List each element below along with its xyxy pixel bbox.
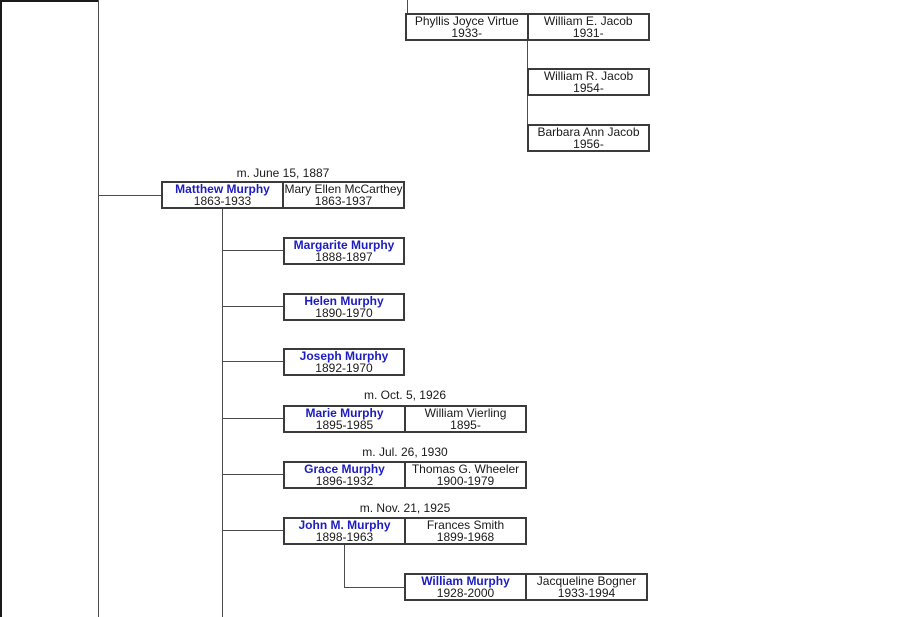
person-dates: 1888-1897 (315, 250, 373, 263)
couple-box-virtue-jacob: Phyllis Joyce Virtue 1933- William E. Ja… (405, 13, 650, 41)
person-dates: 1892-1970 (315, 361, 373, 374)
connector-stub-grace (223, 474, 283, 475)
person-name: Phyllis Joyce Virtue (414, 15, 519, 28)
person-dates: 1895-1985 (315, 418, 374, 431)
person-dates: 1933-1994 (557, 586, 616, 599)
person-william-vierling[interactable]: William Vierling 1895- (404, 407, 525, 431)
person-name: Helen Murphy (304, 295, 384, 308)
person-dates: 1898-1963 (315, 530, 374, 543)
person-grace-murphy[interactable]: Grace Murphy 1896-1932 (285, 463, 404, 487)
marriage-label-grace-thomas: m. Jul. 26, 1930 (362, 445, 448, 459)
person-name: William R. Jacob (543, 70, 634, 83)
person-box-william-r-jacob[interactable]: William R. Jacob 1954- (527, 68, 650, 96)
person-box-margarite-murphy[interactable]: Margarite Murphy 1888-1897 (283, 237, 405, 265)
person-barbara-ann-jacob[interactable]: Barbara Ann Jacob 1956- (529, 126, 648, 150)
person-name: William Murphy (421, 575, 510, 588)
person-dates: 1933- (451, 26, 483, 39)
person-name: Marie Murphy (305, 407, 384, 420)
person-dates: 1896-1932 (315, 474, 374, 487)
marriage-label-marie-william: m. Oct. 5, 1926 (363, 388, 447, 402)
connector-stub-margarite (223, 250, 283, 251)
connector-stub-helen (223, 306, 283, 307)
person-margarite-murphy[interactable]: Margarite Murphy 1888-1897 (285, 239, 403, 263)
person-name: Jacqueline Bogner (536, 575, 637, 588)
person-helen-murphy[interactable]: Helen Murphy 1890-1970 (285, 295, 403, 319)
person-dates: 1863-1937 (314, 194, 373, 207)
clipped-ancestor-line-top-edge (0, 0, 99, 2)
person-dates: 1931- (572, 26, 604, 39)
person-dates: 1890-1970 (315, 306, 373, 319)
descent-line-murphy-children (222, 208, 223, 617)
couple-box-john-frances: John M. Murphy 1898-1963 Frances Smith 1… (283, 517, 527, 545)
person-dates: 1895- (450, 418, 481, 431)
person-jacqueline-bogner[interactable]: Jacqueline Bogner 1933-1994 (525, 575, 646, 599)
person-john-m-murphy[interactable]: John M. Murphy 1898-1963 (285, 519, 404, 543)
connector-stub-joseph (223, 361, 283, 362)
person-name: John M. Murphy (298, 519, 391, 532)
descent-line-william-murphy (344, 544, 345, 588)
person-box-helen-murphy[interactable]: Helen Murphy 1890-1970 (283, 293, 405, 321)
person-box-joseph-murphy[interactable]: Joseph Murphy 1892-1970 (283, 348, 405, 376)
person-name: Frances Smith (426, 519, 505, 532)
couple-box-william-jacqueline: William Murphy 1928-2000 Jacqueline Bogn… (404, 573, 648, 601)
couple-box-matthew-mary: Matthew Murphy 1863-1933 Mary Ellen McCa… (161, 181, 405, 209)
person-william-e-jacob[interactable]: William E. Jacob 1931- (526, 15, 649, 39)
person-mary-ellen-mccarthey[interactable]: Mary Ellen McCarthey 1863-1937 (282, 183, 403, 207)
connector-stub-matthew (99, 195, 161, 196)
person-william-r-jacob[interactable]: William R. Jacob 1954- (529, 70, 648, 94)
descent-line-root (98, 0, 99, 617)
person-frances-smith[interactable]: Frances Smith 1899-1968 (404, 519, 525, 543)
person-name: Barbara Ann Jacob (537, 126, 640, 139)
person-phyllis-joyce-virtue[interactable]: Phyllis Joyce Virtue 1933- (407, 15, 527, 39)
connector-stub-marie (223, 418, 283, 419)
connector-stub-john (223, 530, 283, 531)
person-name: Mary Ellen McCarthey (284, 183, 403, 196)
person-name: Joseph Murphy (299, 350, 389, 363)
connector-drop-phyllis (407, 0, 408, 14)
person-dates: 1899-1968 (436, 530, 495, 543)
person-dates: 1900-1979 (436, 474, 495, 487)
marriage-label-john-frances: m. Nov. 21, 1925 (359, 501, 451, 515)
person-box-barbara-ann-jacob[interactable]: Barbara Ann Jacob 1956- (527, 124, 650, 152)
person-name: William E. Jacob (543, 15, 633, 28)
person-joseph-murphy[interactable]: Joseph Murphy 1892-1970 (285, 350, 403, 374)
person-dates: 1928-2000 (436, 586, 495, 599)
person-dates: 1863-1933 (193, 194, 252, 207)
person-dates: 1954- (573, 81, 604, 94)
person-name: Matthew Murphy (175, 183, 270, 196)
person-matthew-murphy[interactable]: Matthew Murphy 1863-1933 (163, 183, 282, 207)
connector-stub-william-murphy (344, 587, 404, 588)
person-marie-murphy[interactable]: Marie Murphy 1895-1985 (285, 407, 404, 431)
marriage-label-matthew-mary: m. June 15, 1887 (236, 166, 330, 180)
couple-box-marie-william: Marie Murphy 1895-1985 William Vierling … (283, 405, 527, 433)
clipped-ancestor-line-left-edge (0, 0, 2, 617)
person-dates: 1956- (573, 137, 604, 150)
person-name: Grace Murphy (304, 463, 385, 476)
person-name: Margarite Murphy (293, 239, 395, 252)
couple-box-grace-thomas: Grace Murphy 1896-1932 Thomas G. Wheeler… (283, 461, 527, 489)
person-name: William Vierling (424, 407, 507, 420)
person-thomas-g-wheeler[interactable]: Thomas G. Wheeler 1900-1979 (404, 463, 525, 487)
person-william-murphy[interactable]: William Murphy 1928-2000 (406, 575, 525, 599)
person-name: Thomas G. Wheeler (411, 463, 520, 476)
